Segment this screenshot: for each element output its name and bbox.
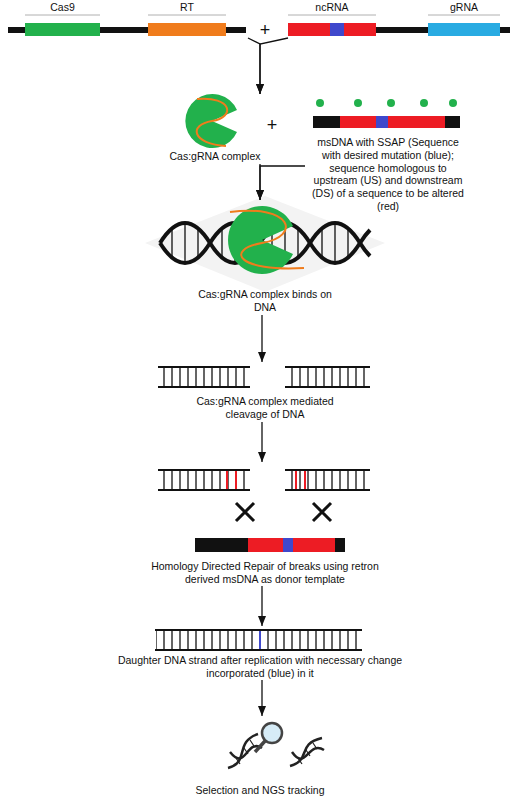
- flow-arrow: [260, 38, 288, 94]
- flow-arrow: [261, 422, 262, 462]
- step-node: Daughter DNA strand after replication wi…: [110, 626, 410, 680]
- step-node: Homology Directed Repair of breaks using…: [150, 462, 380, 586]
- node-label: gRNA: [428, 1, 500, 14]
- flow-arrow: [261, 586, 262, 626]
- flow-arrow: [261, 680, 262, 716]
- plus-sign: +: [257, 21, 273, 39]
- plus-sign: +: [264, 116, 280, 134]
- daughter-dna: [155, 630, 362, 650]
- node-label: Homology Directed Repair of breaks using…: [150, 560, 380, 586]
- cas-complex-icon: [185, 94, 237, 148]
- node-label: Cas:gRNA complex: [160, 150, 270, 163]
- node-label: Cas:gRNA complex mediated cleavage of DN…: [190, 395, 340, 421]
- msdna-icon: [313, 99, 460, 128]
- node-label: RT: [148, 1, 226, 14]
- node-label: Cas:gRNA complex binds on DNA: [190, 288, 340, 314]
- node-label: ncRNA: [288, 1, 376, 14]
- binding-illustration: [145, 196, 385, 292]
- hdr-illustration: [158, 470, 370, 552]
- flow-arrow: [261, 315, 262, 362]
- flow-arrow: [259, 164, 260, 200]
- ncrna-grna-construct: [288, 15, 510, 36]
- node-label: Cas9: [25, 1, 100, 14]
- step-node: Selection and NGS tracking: [170, 716, 350, 802]
- node-label: Selection and NGS tracking: [170, 784, 350, 797]
- msdna-node: msDNA with SSAP (Sequence with desired m…: [305, 96, 470, 231]
- flow-arrow: [260, 166, 305, 200]
- selection-icon: [228, 723, 324, 768]
- flow-arrow: [248, 38, 260, 94]
- step-node: Cas:gRNA complex mediated cleavage of DN…: [150, 362, 380, 422]
- gene-construct: Cas9 RT: [8, 0, 248, 38]
- gene-construct: ncRNA gRNA: [288, 0, 510, 38]
- step-node: Cas:gRNA complex binds on DNA: [150, 200, 380, 315]
- cleaved-dna: [158, 367, 370, 387]
- cas9-rt-construct: [8, 15, 246, 36]
- node-label: Daughter DNA strand after replication wi…: [110, 654, 410, 680]
- node-label: msDNA with SSAP (Sequence with desired m…: [308, 136, 468, 213]
- complex-node: Cas:gRNA complex: [160, 94, 270, 164]
